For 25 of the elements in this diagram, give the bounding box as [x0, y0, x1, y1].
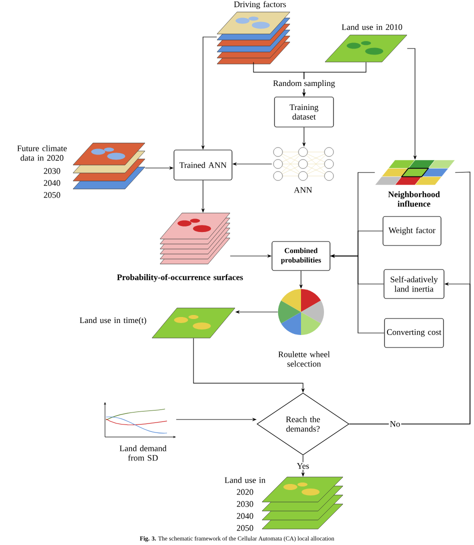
map-title: Probability-of-occurrence surfaces — [117, 274, 243, 282]
process-box: Weight factor — [382, 216, 442, 246]
map-title: Land use in 2010 — [342, 24, 402, 30]
diagram-label: Roulette wheel selcection — [278, 351, 330, 367]
chart-title: Land demand from SD — [120, 445, 166, 461]
process-box: Self-adatively land inertia — [384, 269, 444, 299]
diagram-label: ANN — [294, 187, 312, 193]
map-title: 2050 — [44, 192, 60, 198]
process-box: Training dataset — [274, 96, 334, 128]
map-title: 2040 — [236, 513, 254, 519]
process-box: Converting cost — [384, 318, 444, 348]
map-title: Driving factors — [234, 1, 286, 9]
map-title: 2030 — [44, 168, 60, 174]
map-title: Land use in time(t) — [80, 317, 146, 325]
map-title: 2040 — [44, 180, 60, 186]
map-title: Future climate data in 2020 — [17, 145, 67, 161]
diagram-label: Neighborhood influence — [388, 191, 440, 207]
map-title: 2050 — [236, 525, 254, 531]
edge-label: Yes — [296, 462, 310, 470]
process-box: Trained ANN — [174, 150, 232, 180]
map-title: 2020 — [236, 489, 254, 495]
edge-label: No — [388, 420, 402, 428]
map-title: 2030 — [236, 501, 254, 507]
map-title: Land use in — [224, 477, 266, 483]
edge-label: Random sampling — [272, 79, 336, 89]
